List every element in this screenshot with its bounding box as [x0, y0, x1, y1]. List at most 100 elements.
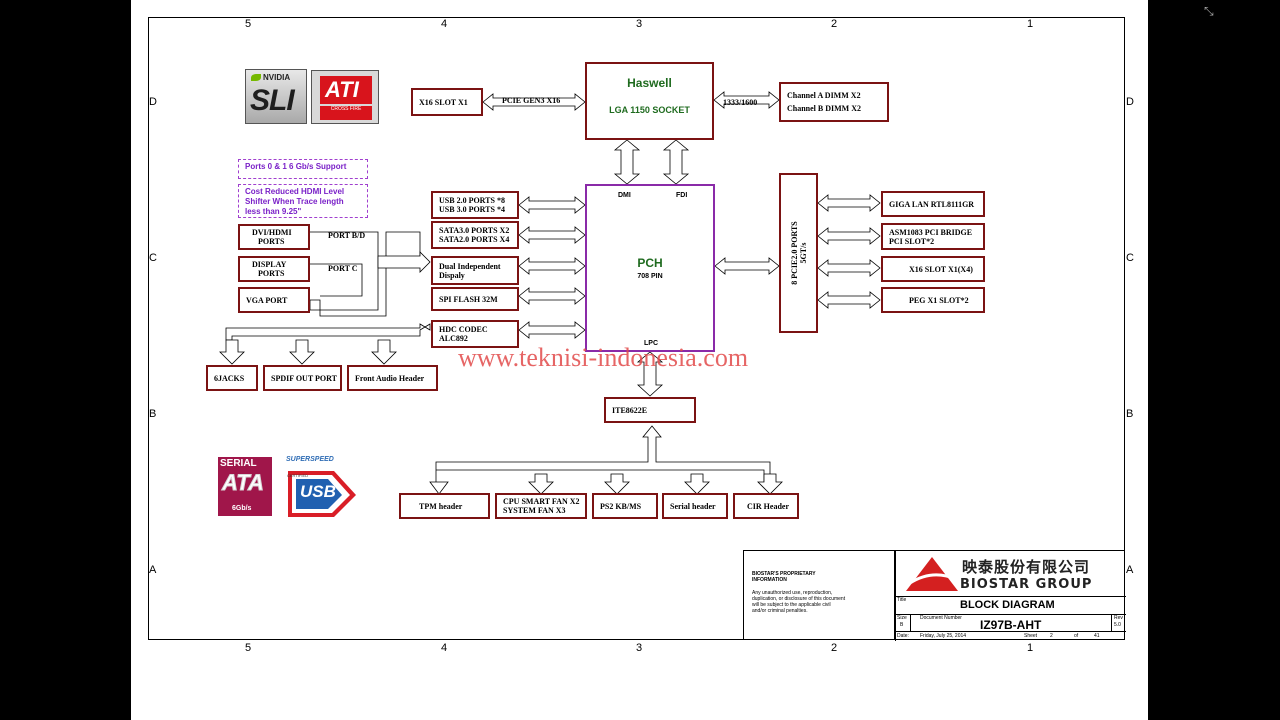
nvidia-eye-icon [251, 74, 261, 81]
arrow-down-tpm [429, 481, 449, 495]
asm-bridge-block: ASM1083 PCI BRIDGE PCI SLOT*2 [881, 223, 985, 250]
sata2-label: SATA2.0 PORTS X4 [439, 235, 510, 244]
pcie-ports-line1: 8 PCIE2.0 PORTS [789, 221, 799, 285]
proprietary-line2: INFORMATION [752, 577, 787, 583]
sata3-label: SATA3.0 PORTS X2 [439, 226, 510, 235]
display-line2: PORTS [258, 269, 285, 278]
usb-swoosh-icon [288, 471, 356, 517]
ps2-label: PS2 KB/MS [600, 501, 642, 511]
spdif-label: SPDIF OUT PORT [271, 373, 337, 383]
size-label: Size [897, 615, 907, 621]
zone-row-b-left: B [149, 408, 157, 420]
rev-value: 5.0 [1114, 622, 1121, 628]
watermark-text: www.teknisi-indonesia.com [458, 343, 749, 372]
arrow-dmi [613, 139, 641, 185]
arrow-usb [518, 196, 586, 214]
zone-col-3-top: 3 [636, 18, 643, 30]
ps2-block: PS2 KB/MS [592, 493, 658, 519]
wire-display [310, 263, 363, 297]
arrow-display-bus [377, 251, 431, 273]
zone-row-a-left: A [149, 564, 157, 576]
note-hdmi-shifter: Cost Reduced HDMI Level Shifter When Tra… [238, 184, 368, 218]
cir-label: CIR Header [747, 501, 789, 511]
peg-x1-block: PEG X1 SLOT*2 [881, 287, 985, 313]
fdi-label: FDI [676, 192, 688, 199]
cpu-socket: LGA 1150 SOCKET [609, 105, 690, 115]
nvidia-text: NVIDIA [263, 73, 291, 82]
tpm-label: TPM header [419, 501, 463, 511]
dual-display-line2: Dispaly [439, 270, 465, 280]
spi-label: SPI FLASH 32M [439, 294, 498, 304]
pch-pin: 708 PIN [637, 272, 663, 280]
arrow-x16-x4 [817, 259, 881, 277]
dimm-b-label: Channel B DIMM X2 [787, 104, 862, 113]
total-value: 41 [1094, 633, 1100, 639]
giga-lan-label: GIGA LAN RTL8111GR [889, 199, 975, 209]
spdif-block: SPDIF OUT PORT [263, 365, 342, 391]
size-value: B [900, 622, 904, 628]
arrow-pch-pcie [714, 257, 780, 275]
zone-col-4-top: 4 [441, 18, 448, 30]
display-line1: DISPLAY [252, 260, 287, 269]
port-bd-label: PORT B/D [328, 231, 366, 240]
arrow-ite-bus [435, 425, 771, 483]
dimm-block: Channel A DIMM X2 Channel B DIMM X2 [779, 82, 889, 122]
front-audio-label: Front Audio Header [355, 373, 425, 383]
company-cn: 映泰股份有限公司 [962, 558, 1091, 576]
of-label: of [1074, 633, 1079, 639]
lpc-label: LPC [644, 340, 658, 347]
x16-slot-block: X16 SLOT X1 [411, 88, 483, 116]
hdc-codec-block: HDC CODEC ALC892 [431, 320, 519, 348]
hdc-line2: ALC892 [439, 334, 468, 343]
arrow-spi [518, 287, 586, 305]
vga-label: VGA PORT [246, 295, 288, 305]
mem-speed-label: 1333/1600 [723, 98, 758, 107]
zone-col-4-bottom: 4 [441, 642, 448, 654]
6jacks-block: 6JACKS [206, 365, 258, 391]
title-value: BLOCK DIAGRAM [960, 599, 1055, 611]
ati-box: ATI [320, 76, 372, 104]
date-value: Friday, July 25, 2014 [920, 633, 967, 639]
zone-col-2-top: 2 [831, 18, 838, 30]
cpu-block: Haswell LGA 1150 SOCKET [585, 62, 714, 140]
vga-port-block: VGA PORT [238, 287, 310, 313]
front-audio-block: Front Audio Header [347, 365, 438, 391]
ati-text: ATI [325, 77, 359, 102]
6jacks-label: 6JACKS [214, 373, 245, 383]
display-ports-block: DISPLAY PORTS [238, 256, 310, 282]
dvi-line1: DVI/HDMI [252, 228, 292, 237]
crossfire-text: CROSS FIRE [320, 106, 372, 120]
zone-col-5-bottom: 5 [245, 642, 252, 654]
sheet-label: Sheet [1024, 633, 1038, 639]
fan-line2: SYSTEM FAN X3 [503, 506, 566, 515]
serial-ata-logo: SERIAL ATA 6Gb/s [218, 457, 272, 516]
legal-line3: will be subject to the applicable civil [752, 602, 831, 608]
fan-line1: CPU SMART FAN X2 [503, 497, 580, 506]
docnum-value: IZ97B-AHT [980, 618, 1042, 632]
port-c-label: PORT C [328, 264, 358, 273]
zone-row-c-right: C [1126, 252, 1134, 264]
arrow-hdc [518, 321, 586, 339]
date-cell [895, 631, 1126, 641]
fullscreen-icon[interactable]: ⤡ [1204, 4, 1214, 18]
peg-x1-label: PEG X1 SLOT*2 [909, 295, 969, 305]
arrow-down-6jacks [219, 339, 245, 365]
fan-block: CPU SMART FAN X2 SYSTEM FAN X3 [495, 493, 587, 519]
dual-display-line1: Dual Independent [439, 261, 501, 271]
arrow-down-fan [528, 473, 554, 495]
legal-line4: and/or criminal penalties. [752, 608, 808, 614]
zone-row-c-left: C [149, 252, 157, 264]
wire-dvi [309, 231, 379, 311]
usb-ports-block: USB 2.0 PORTS *8 USB 3.0 PORTS *4 [431, 191, 519, 219]
superspeed-text: SUPERSPEED [286, 456, 334, 463]
arrow-down-spdif [289, 339, 315, 365]
serial-ata-top-text: SERIAL [220, 458, 257, 469]
pch-block: PCH 708 PIN [585, 184, 715, 352]
rev-label: Rev [1114, 615, 1123, 621]
nvidia-sli-logo: NVIDIA SLI [245, 69, 307, 124]
zone-col-3-bottom: 3 [636, 642, 643, 654]
title-label: Title [897, 597, 907, 603]
arrow-down-front-audio [371, 339, 397, 365]
pcie-gen3-label: PCIE GEN3 X16 [502, 96, 561, 105]
serial-header-block: Serial header [662, 493, 728, 519]
